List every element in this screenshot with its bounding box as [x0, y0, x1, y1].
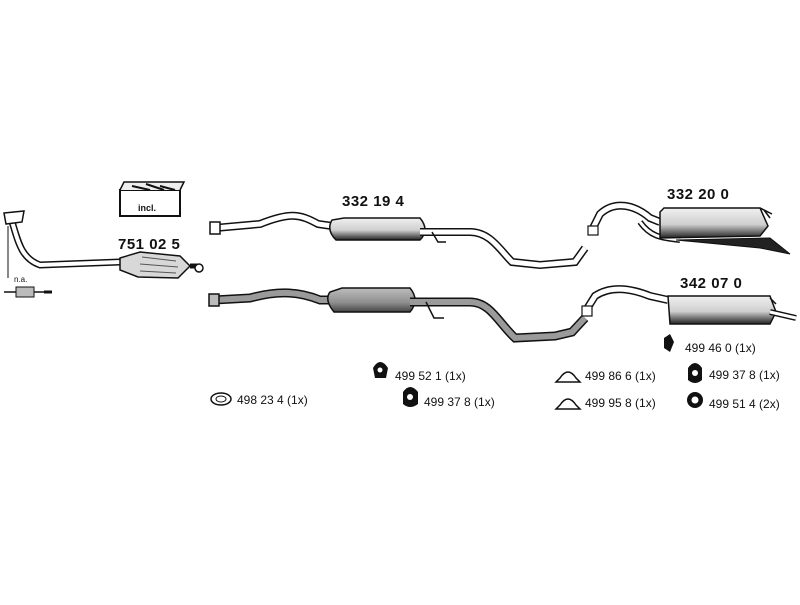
pipe-clamp-icon	[554, 371, 582, 383]
rubber-ring-icon	[687, 392, 703, 408]
hardware-label: 499 52 1 (1x)	[395, 369, 466, 383]
front-flange	[3, 210, 25, 225]
rubber-mount-icon	[688, 363, 702, 383]
catalytic-converter	[119, 251, 204, 279]
hardware-label: 499 86 6 (1x)	[585, 369, 656, 383]
hardware-label: 499 51 4 (2x)	[709, 397, 780, 411]
ring-gasket-icon	[210, 392, 232, 406]
kit-included-label: incl.	[136, 203, 159, 213]
rubber-hanger-icon	[664, 334, 674, 352]
pipe-clamp-icon	[554, 398, 582, 410]
hardware-label: 499 95 8 (1x)	[585, 396, 656, 410]
hardware-label: 499 46 0 (1x)	[685, 341, 756, 355]
part-number-332-20-0: 332 20 0	[667, 186, 730, 203]
rubber-mount-icon	[403, 387, 418, 407]
lambda-sensor-na	[4, 286, 52, 298]
hardware-label: 499 37 8 (1x)	[709, 368, 780, 382]
hardware-label: 498 23 4 (1x)	[237, 393, 308, 407]
middle-pipe-bottom	[208, 287, 589, 343]
hardware-label: 499 37 8 (1x)	[424, 395, 495, 409]
front-silencer-top	[209, 211, 589, 270]
part-number-342-07-0: 342 07 0	[680, 275, 743, 292]
rear-silencer-bottom	[581, 285, 797, 325]
part-number-751-02-5: 751 02 5	[118, 236, 181, 253]
part-number-332-19-4: 332 19 4	[342, 193, 405, 210]
rubber-hanger-icon	[373, 362, 388, 378]
rear-silencer-top	[587, 201, 791, 255]
front-downpipe	[3, 210, 121, 278]
not-available-note: n.a.	[14, 275, 28, 284]
